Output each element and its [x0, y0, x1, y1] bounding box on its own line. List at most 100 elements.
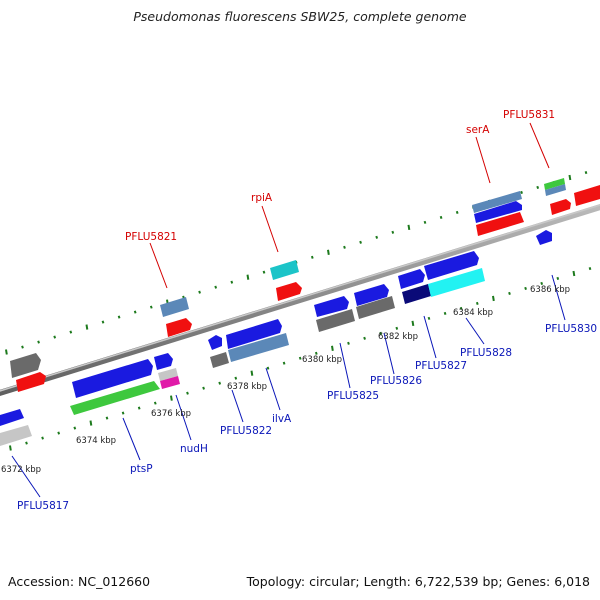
scale-tick: [347, 341, 350, 345]
scale-tick: [363, 336, 366, 340]
gene-label[interactable]: serA: [466, 124, 490, 136]
gene-feature[interactable]: [210, 352, 229, 368]
scale-tick: [105, 416, 109, 420]
gene-feature[interactable]: [160, 297, 189, 317]
scale-tick: [407, 224, 411, 231]
gene-feature[interactable]: [574, 185, 600, 206]
gene-feature[interactable]: [0, 425, 32, 446]
kbp-label: 6386 kbp: [530, 285, 570, 295]
scale-tick: [584, 170, 588, 175]
scale-tick: [85, 324, 89, 330]
scale-tick: [427, 316, 431, 320]
kbp-labels: 6372 kbp 6374 kbp 6376 kbp 6378 kbp 6380…: [1, 285, 570, 475]
gene-feature[interactable]: [276, 282, 302, 301]
gene-feature[interactable]: [208, 335, 222, 350]
scale-tick: [455, 210, 459, 214]
scale-tick: [230, 280, 234, 284]
scale-tick: [153, 401, 157, 405]
scale-tick: [137, 406, 141, 410]
lower-tick-row: [9, 266, 592, 451]
gene-feature[interactable]: [70, 381, 160, 415]
gene-feature[interactable]: [72, 359, 153, 398]
gene-feature[interactable]: [356, 296, 395, 319]
scale-tick: [5, 349, 8, 355]
scale-tick: [41, 436, 44, 440]
scale-tick: [588, 266, 592, 271]
scale-tick: [359, 240, 362, 244]
gene-label[interactable]: PFLU5817: [17, 500, 69, 512]
scale-tick: [282, 361, 286, 365]
scale-tick: [508, 291, 511, 295]
scale-tick: [57, 431, 61, 435]
gene-label[interactable]: PFLU5830: [545, 323, 597, 335]
scale-tick: [475, 301, 479, 305]
gene-feature[interactable]: [160, 376, 180, 389]
gene-label[interactable]: PFLU5822: [220, 425, 272, 437]
gene-label[interactable]: PFLU5821: [125, 231, 177, 243]
scale-tick: [117, 315, 121, 319]
scale-tick: [572, 270, 576, 277]
gene-feature[interactable]: [0, 409, 24, 426]
scale-tick: [202, 386, 205, 390]
gene-feature[interactable]: [544, 178, 565, 190]
gene-feature[interactable]: [398, 269, 425, 289]
gene-feature[interactable]: [424, 251, 479, 280]
gene-feature[interactable]: [402, 284, 431, 304]
genome-backbone: [0, 203, 600, 397]
kbp-label: 6374 kbp: [76, 436, 116, 446]
gene-label[interactable]: PFLU5828: [460, 347, 512, 359]
gene-feature[interactable]: [536, 230, 552, 245]
scale-tick: [310, 255, 314, 259]
gene-feature[interactable]: [472, 191, 522, 213]
scale-tick: [375, 235, 379, 239]
gene-feature[interactable]: [270, 260, 299, 280]
scale-tick: [524, 286, 527, 291]
kbp-label: 6376 kbp: [151, 409, 191, 419]
gene-feature[interactable]: [154, 353, 173, 370]
gene-label[interactable]: PFLU5825: [327, 390, 379, 402]
gene-label[interactable]: rpiA: [251, 192, 273, 204]
gene-label[interactable]: ilvA: [272, 413, 292, 425]
gene-feature[interactable]: [314, 296, 349, 317]
scale-tick: [37, 340, 40, 344]
scale-tick: [459, 306, 463, 310]
label-leaders: [11, 122, 566, 498]
scale-tick: [331, 345, 334, 351]
gene-feature[interactable]: [228, 333, 289, 362]
gene-feature[interactable]: [158, 368, 178, 381]
scale-tick: [246, 274, 250, 280]
gene-label[interactable]: PFLU5826: [370, 375, 422, 387]
scale-tick: [186, 391, 189, 395]
gene-feature[interactable]: [476, 212, 524, 236]
gene-label[interactable]: nudH: [180, 443, 208, 455]
scale-tick: [25, 441, 28, 445]
gene-feature[interactable]: [166, 318, 192, 337]
gene-feature[interactable]: [428, 268, 485, 297]
scale-tick: [101, 320, 105, 324]
scale-tick: [568, 174, 572, 181]
scale-tick: [149, 305, 153, 309]
scale-tick: [327, 249, 330, 255]
scale-tick: [443, 311, 447, 315]
gene-feature[interactable]: [10, 353, 41, 378]
scale-tick: [423, 220, 427, 224]
gene-feature[interactable]: [16, 372, 46, 392]
scale-tick: [379, 331, 383, 335]
gene-feature[interactable]: [316, 309, 355, 332]
scale-tick: [520, 190, 523, 195]
gene-label[interactable]: ptsP: [130, 463, 153, 475]
gene-feature[interactable]: [550, 199, 571, 215]
kbp-label: 6382 kbp: [378, 332, 418, 342]
gene-label[interactable]: PFLU5827: [415, 360, 467, 372]
gene-feature[interactable]: [474, 201, 522, 223]
gene-feature[interactable]: [354, 284, 389, 306]
gene-label[interactable]: PFLU5831: [503, 109, 555, 121]
scale-tick: [218, 381, 222, 385]
gene-feature[interactable]: [226, 319, 282, 349]
gene-feature[interactable]: [545, 184, 566, 196]
kbp-label: 6372 kbp: [1, 465, 41, 475]
scale-tick: [53, 335, 57, 339]
kbp-label: 6378 kbp: [227, 382, 267, 392]
scale-tick: [298, 356, 302, 360]
